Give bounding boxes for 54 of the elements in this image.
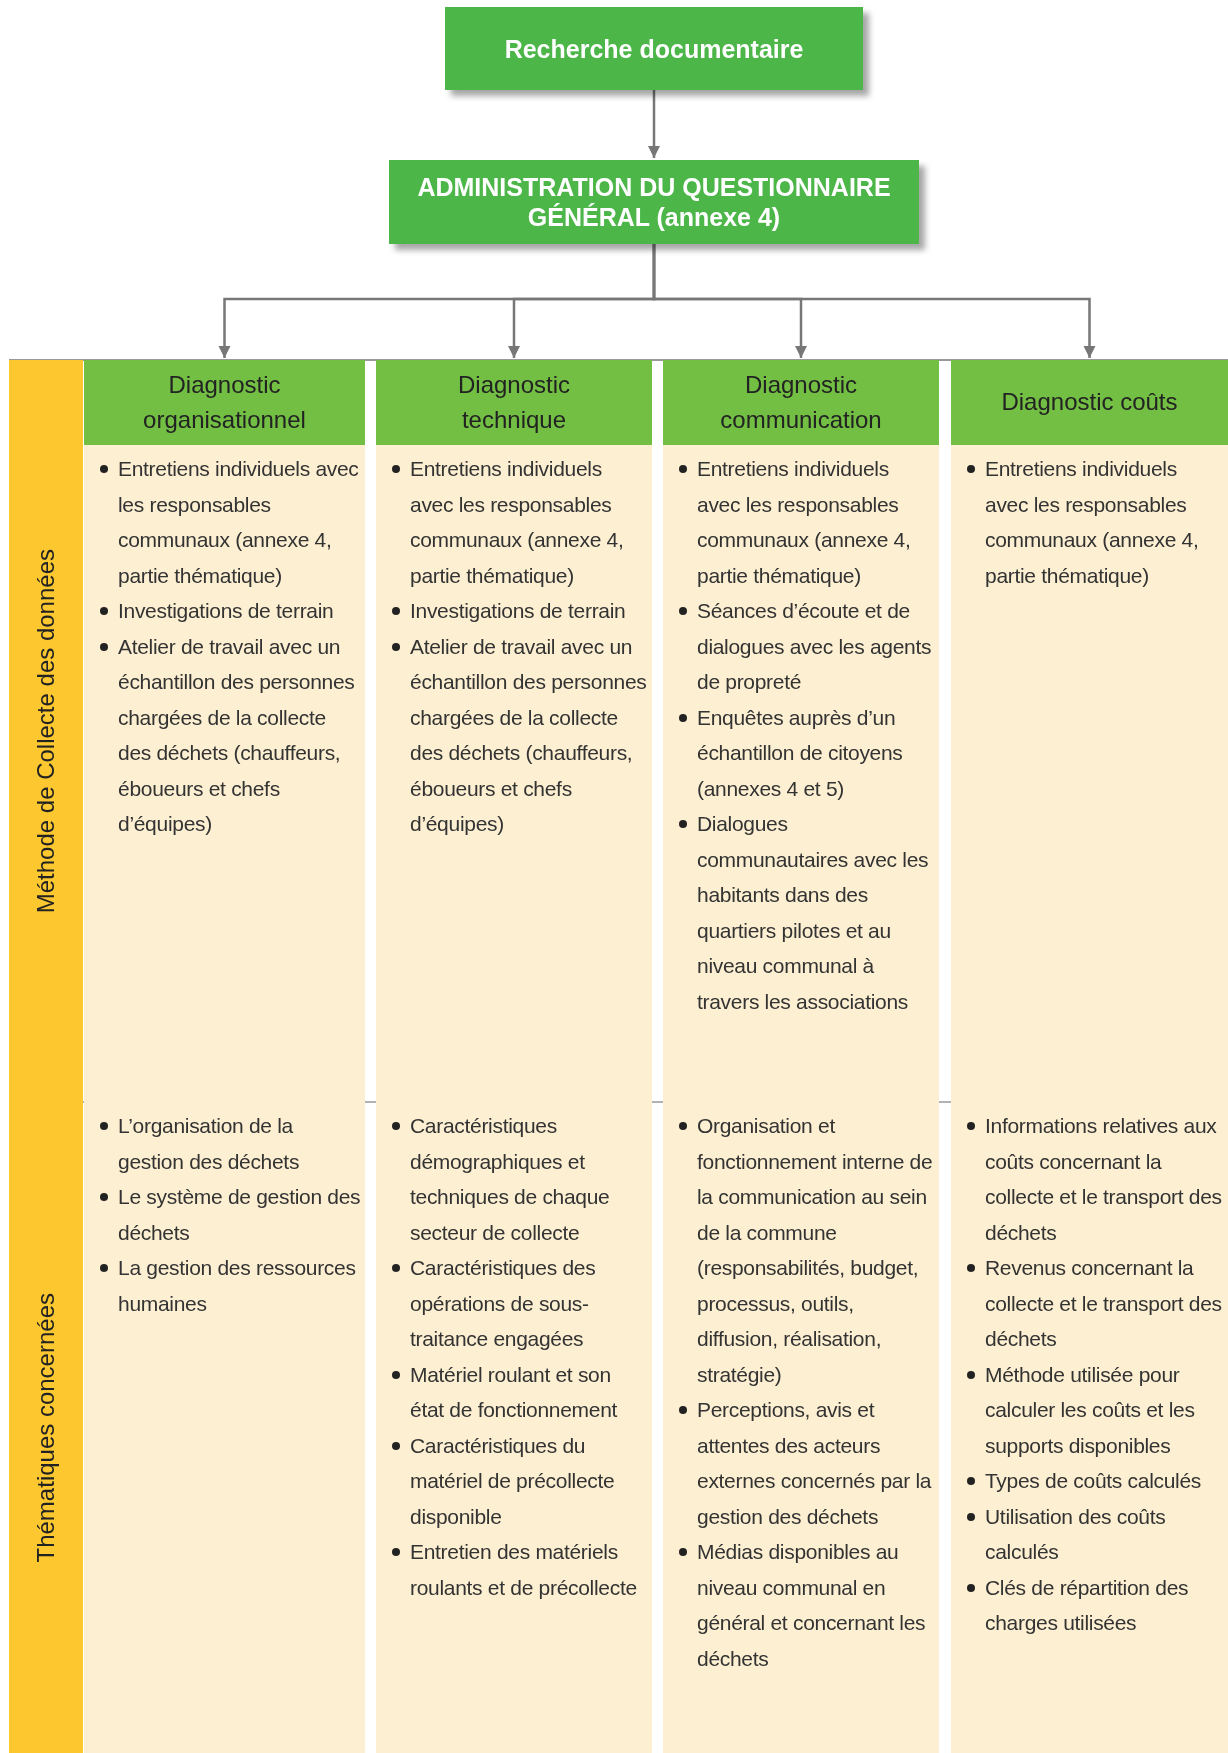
bullet-item: Caractéristiques démographiques et techniques de chaque secteur de collecte <box>390 1108 648 1250</box>
bullet-item: Caractéristiques des opérations de sous-traitance engagées <box>390 1250 648 1357</box>
bullet-item: Matériel roulant et son état de fonctionnement <box>390 1356 648 1428</box>
content-cell <box>376 1102 652 1753</box>
bullet-item: Entretiens individuels avec les responsables communaux (annexe 4, partie thématique) <box>677 451 935 593</box>
box-label: ADMINISTRATION DU QUESTIONNAIRE GÉNÉRAL (annexe 4) <box>416 172 892 232</box>
box-label: Diagnostic organisationnel <box>142 369 307 435</box>
bullet-item: Types de coûts calculés <box>965 1463 1224 1499</box>
content-cell <box>663 1102 939 1753</box>
bullet-item: Entretiens individuels avec les responsables communaux (annexe 4, partie thématique) <box>98 451 361 593</box>
bullet-item: Séances d’écoute et de dialogues avec les agents de propreté <box>677 593 935 700</box>
bullet-item: Perceptions, avis et attentes des acteurs externes concernés par la gestion des déchets <box>677 1392 935 1534</box>
title-box <box>445 7 863 90</box>
row-header-band <box>9 1102 83 1753</box>
row-label: Méthode de Collecte des données <box>32 548 60 914</box>
bullet-item: Atelier de travail avec un échantillon des personnes chargées de la collecte des déchets (chauffeurs, éboueurs et chefs d’équipes) <box>98 628 361 842</box>
row-label: Thématiques concernées <box>32 1292 60 1563</box>
bullet-item: Caractéristiques du matériel de précollecte disponible <box>390 1427 648 1534</box>
column-header <box>376 360 652 445</box>
bullet-item: Médias disponibles au niveau communal en général et concernant les déchets <box>677 1534 935 1676</box>
bullet-item: Informations relatives aux coûts concernant la collecte et le transport des déchets <box>965 1108 1224 1250</box>
bullet-item: Revenus concernant la collecte et le transport des déchets <box>965 1250 1224 1357</box>
bullet-item: La gestion des ressources humaines <box>98 1250 361 1321</box>
column-header <box>84 360 365 445</box>
process-box <box>389 160 919 244</box>
bullet-item: Enquêtes auprès d’un échantillon de citoyens (annexes 4 et 5) <box>677 699 935 806</box>
bullet-item: Méthode utilisée pour calculer les coûts et les supports disponibles <box>965 1356 1224 1463</box>
arrow <box>647 90 661 158</box>
content-cell <box>84 1102 365 1753</box>
bullet-item: Le système de gestion des déchets <box>98 1179 361 1250</box>
content-cell <box>951 445 1228 1102</box>
bullet-item: Atelier de travail avec un échantillon des personnes chargées de la collecte des déchets (chauffeurs, éboueurs et chefs d’équipes) <box>390 628 648 842</box>
bullet-item: Investigations de terrain <box>98 593 361 629</box>
bullet-item: L’organisation de la gestion des déchets <box>98 1108 361 1179</box>
box-label: Diagnostic technique <box>456 369 572 435</box>
bullet-item: Utilisation des coûts calculés <box>965 1498 1224 1570</box>
content-cell <box>84 445 365 1102</box>
box-label: Recherche documentaire <box>504 33 804 64</box>
bullet-item: Dialogues communautaires avec les habitants dans des quartiers pilotes et au niveau communal à travers les associations <box>677 806 935 1019</box>
bullet-item: Entretiens individuels avec les responsables communaux (annexe 4, partie thématique) <box>965 451 1224 593</box>
arrow <box>652 244 1096 358</box>
column-header <box>951 360 1228 445</box>
content-cell <box>663 445 939 1102</box>
bullet-item: Entretiens individuels avec les responsables communaux (annexe 4, partie thématique) <box>390 451 648 593</box>
row-header-band <box>9 360 83 1102</box>
content-cell <box>951 1102 1228 1753</box>
box-label: Diagnostic communication <box>719 369 883 435</box>
content-cell <box>376 445 652 1102</box>
bullet-item: Investigations de terrain <box>390 593 648 629</box>
box-label: Diagnostic coûts <box>1001 387 1178 418</box>
bullet-item: Entretien des matériels roulants et de précollecte <box>390 1534 648 1605</box>
bullet-item: Organisation et fonctionnement interne de la communication au sein de la commune (responsabilités, budget, processus, outils, diffusion, réalisation, stratégie) <box>677 1108 935 1392</box>
column-header <box>663 360 939 445</box>
bullet-item: Clés de répartition des charges utilisées <box>965 1569 1224 1641</box>
